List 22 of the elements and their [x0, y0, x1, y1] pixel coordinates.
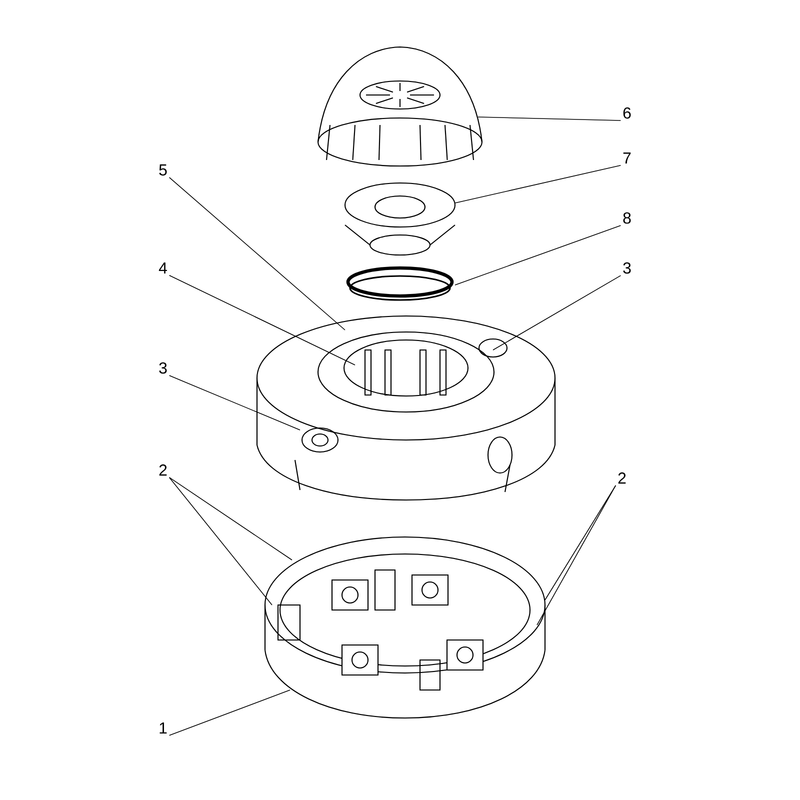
- leader-line: [544, 485, 616, 600]
- leader-line: [492, 275, 622, 350]
- leader-line: [478, 116, 622, 121]
- callout-number: 6: [623, 107, 631, 119]
- leader-line: [454, 164, 622, 204]
- callout-number: 5: [159, 164, 167, 176]
- leader-line: [536, 485, 616, 626]
- leader-line: [168, 477, 272, 606]
- callout-number: 8: [623, 212, 631, 224]
- leader-line: [168, 690, 290, 736]
- leader-line: [168, 375, 300, 430]
- leader-line: [454, 225, 622, 286]
- callout-number: 3: [623, 262, 631, 274]
- leader-line: [168, 274, 356, 366]
- callout-number: 2: [159, 464, 167, 476]
- callout-number: 3: [159, 362, 167, 374]
- callout-number: 1: [160, 722, 167, 734]
- callout-number: 4: [158, 262, 167, 274]
- leader-line: [168, 477, 292, 560]
- callout-number: 7: [623, 152, 631, 164]
- callout-number: 2: [618, 472, 626, 484]
- leader-line: [168, 177, 346, 330]
